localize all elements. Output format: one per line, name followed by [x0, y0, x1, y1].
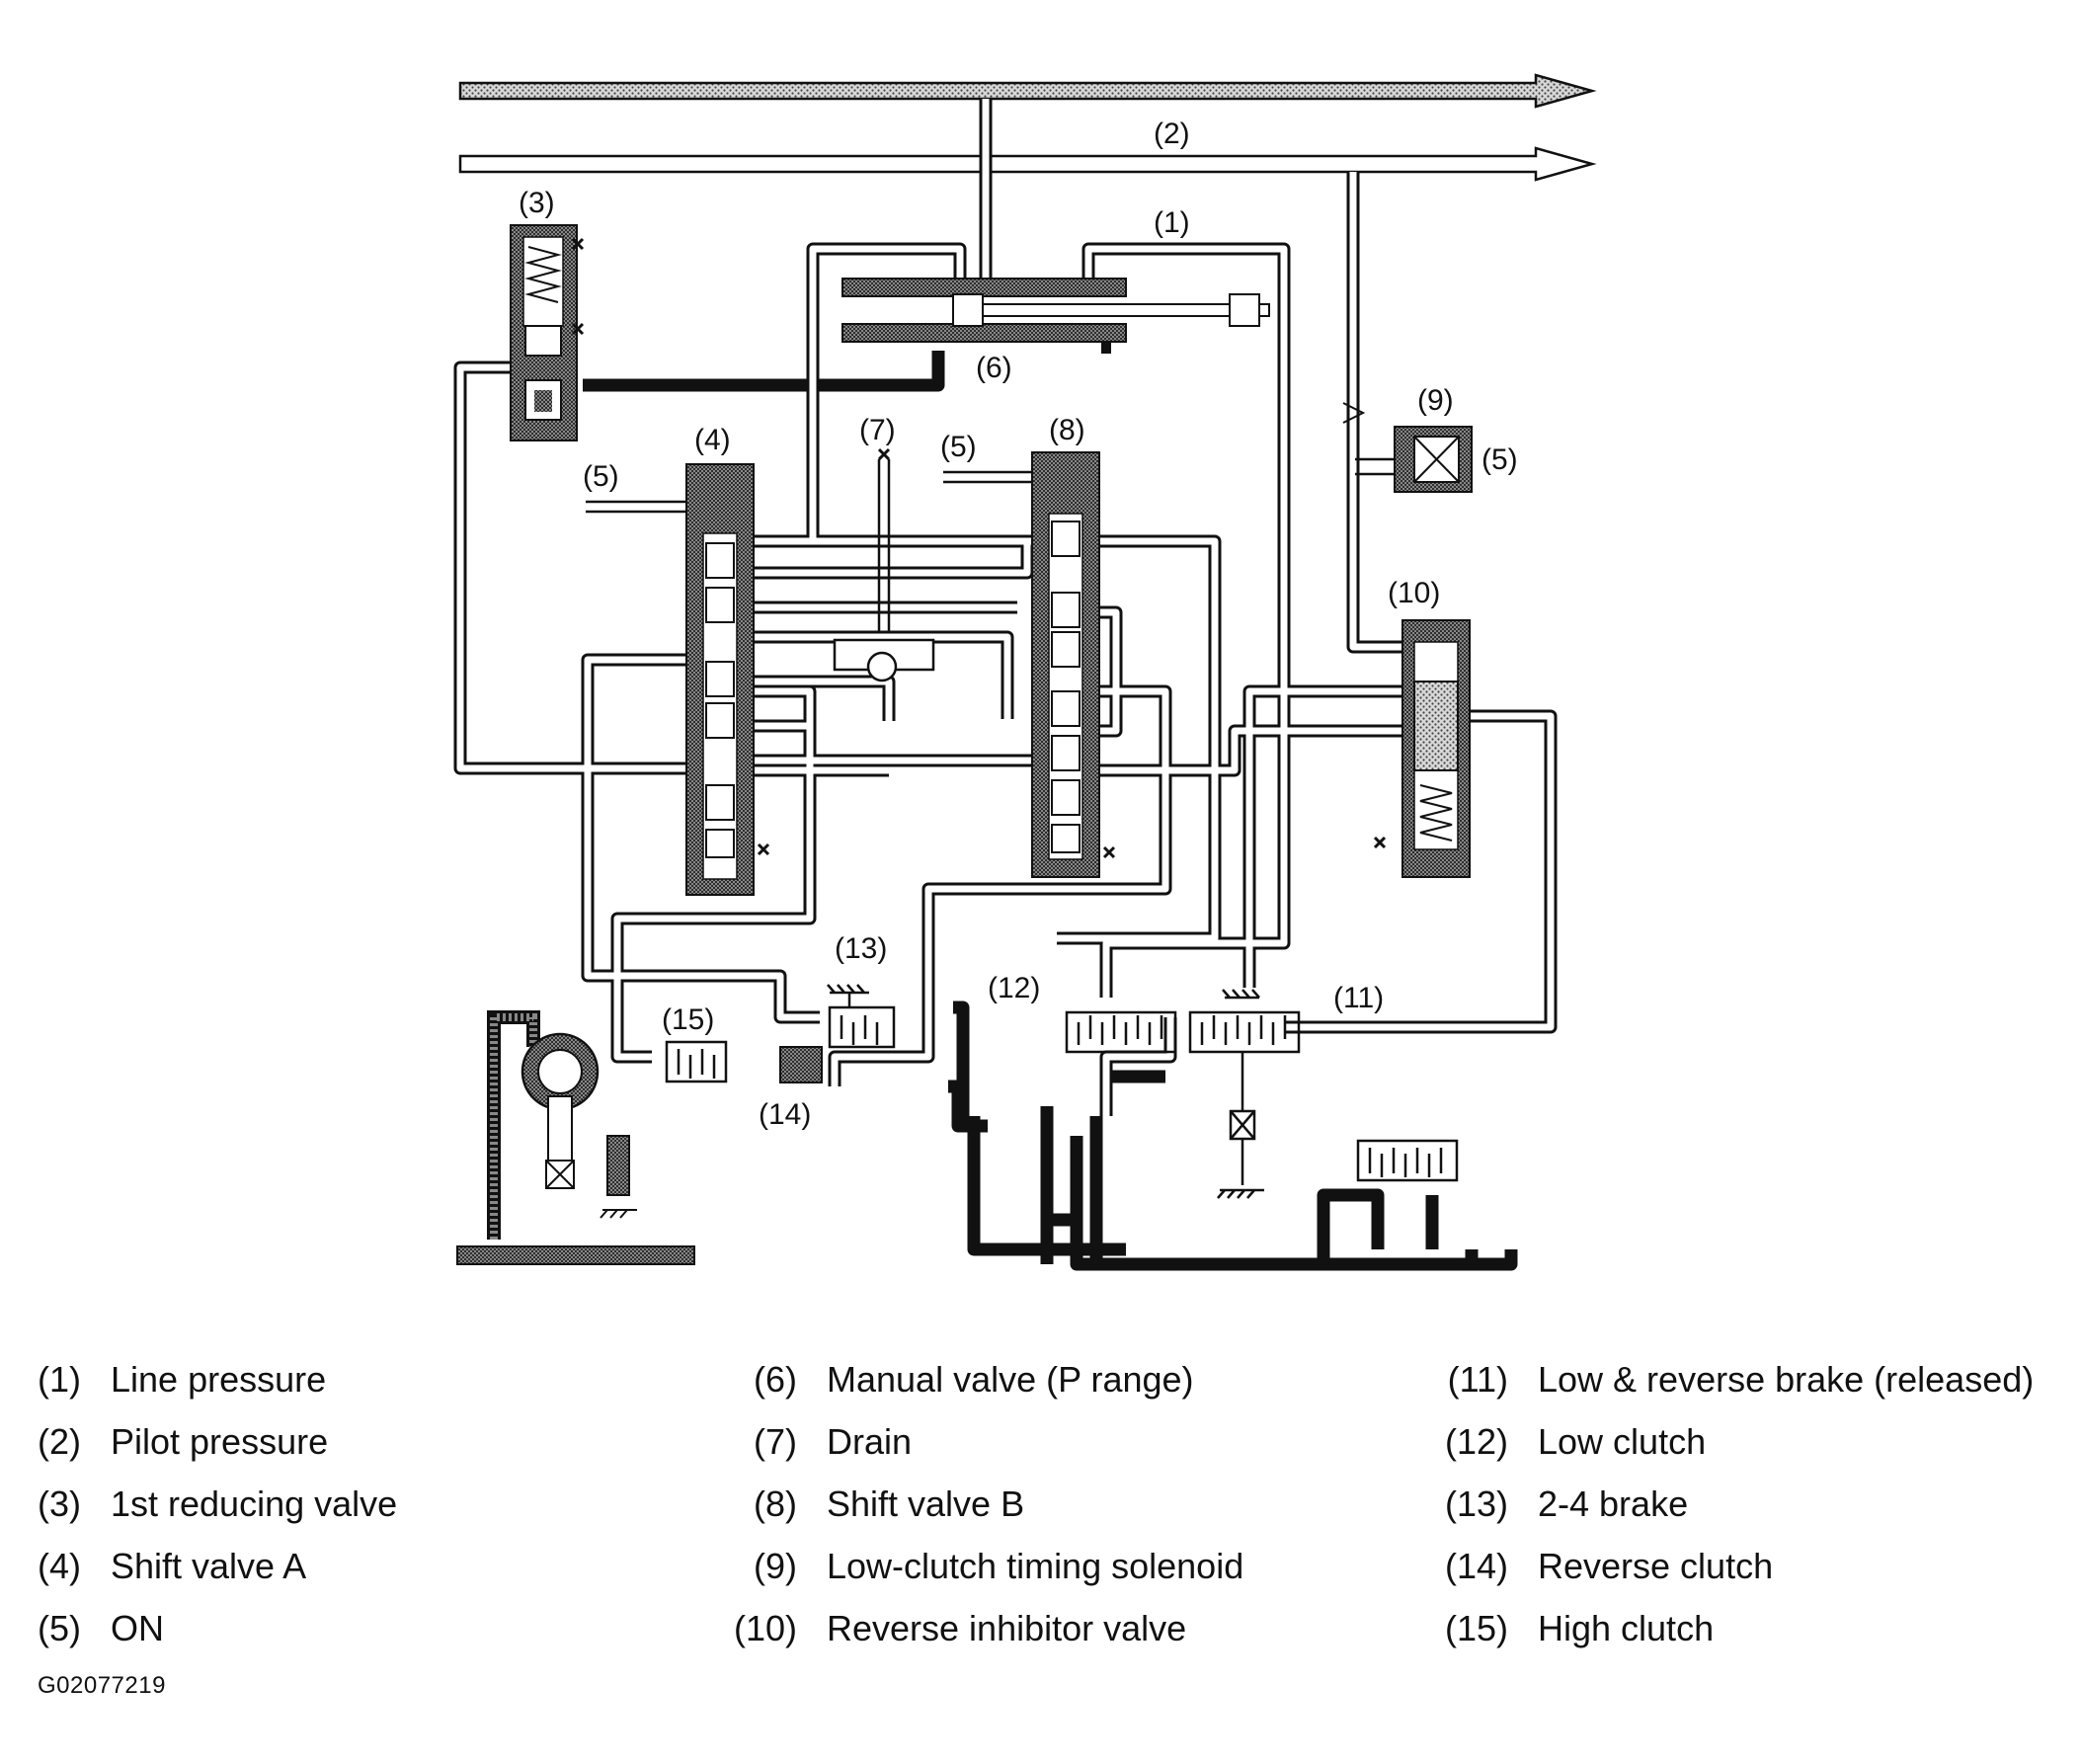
check-ball: [833, 638, 935, 682]
legend-item: (2) Pilot pressure: [30, 1410, 397, 1473]
hydraulic-circuit-diagram: (1) (2) (3) (4) (5) (5) (5) (6) (7) (8) …: [453, 73, 1597, 1271]
callout-10: (10): [1388, 577, 1440, 609]
drain-marks: [571, 237, 1387, 859]
legend-label: Line pressure: [111, 1358, 327, 1400]
first-reducing-valve: [510, 224, 578, 441]
legend-label: Reverse clutch: [1538, 1545, 1774, 1586]
callout-14: (14): [759, 1098, 811, 1131]
legend-number: (9): [754, 1545, 797, 1586]
legend-column-3: (11) Low & reverse brake (released) (12) L…: [1437, 1348, 2034, 1659]
legend-label: Shift valve A: [111, 1545, 307, 1586]
legend-label: Reverse inhibitor valve: [827, 1607, 1187, 1648]
legend-number: (2): [38, 1420, 81, 1462]
callout-8: (8): [1049, 414, 1085, 446]
legend-number: (6): [754, 1358, 797, 1400]
legend-label: Low & reverse brake (released): [1538, 1358, 2035, 1400]
line-pressure-main: [458, 73, 1597, 109]
figure-id: G02077219: [38, 1672, 166, 1699]
callout-6: (6): [976, 352, 1012, 384]
low-reverse-brake: [1188, 989, 1301, 1199]
legend-item: (7) Drain: [726, 1410, 1243, 1473]
legend-column-2: (6) Manual valve (P range) (7) Drain (8) Sh…: [726, 1348, 1243, 1659]
callout-15: (15): [662, 1003, 714, 1036]
legend-label: Low-clutch timing solenoid: [827, 1545, 1244, 1586]
legend-number: (1): [38, 1358, 81, 1400]
callout-4: (4): [694, 424, 731, 456]
legend-label: 2-4 brake: [1538, 1483, 1689, 1524]
callout-labels: (1) (2) (3) (4) (5) (5) (5) (6) (7) (8) …: [519, 118, 1518, 1131]
legend-label: Drain: [827, 1420, 913, 1462]
high-clutch: [665, 1040, 728, 1083]
legend-item: (15) High clutch: [1437, 1597, 2034, 1659]
legend-number: (13): [1444, 1483, 1508, 1524]
legend-number: (14): [1444, 1545, 1508, 1586]
reverse-inhibitor-valve: [1401, 619, 1471, 878]
legend-item: (10) Reverse inhibitor valve: [726, 1597, 1243, 1659]
legend-number: (3): [38, 1483, 81, 1524]
legend-label: Manual valve (P range): [827, 1358, 1194, 1400]
legend-item: (4) Shift valve A: [30, 1535, 397, 1597]
callout-2: (2): [1154, 118, 1190, 150]
legend-item: (6) Manual valve (P range): [726, 1348, 1243, 1410]
legend-number: (5): [38, 1607, 81, 1648]
two-four-brake: [827, 984, 896, 1049]
legend-label: ON: [111, 1607, 164, 1648]
legend-item: (5) ON: [30, 1597, 397, 1659]
callout-12: (12): [988, 972, 1040, 1004]
reverse-clutch: [779, 1046, 823, 1083]
legend-item: (14) Reverse clutch: [1437, 1535, 2034, 1597]
callout-9: (9): [1417, 384, 1454, 417]
legend-label: Low clutch: [1538, 1420, 1707, 1462]
callout-5a: (5): [583, 460, 619, 493]
oil-pump: [487, 1010, 637, 1240]
legend-item: (3) 1st reducing valve: [30, 1473, 397, 1535]
legend-label: High clutch: [1538, 1607, 1715, 1648]
legend-number: (4): [38, 1545, 81, 1586]
oil-passages: [453, 99, 1558, 1271]
legend-label: Pilot pressure: [111, 1420, 329, 1462]
pilot-pressure-line: [458, 146, 1597, 182]
legend-number: (7): [754, 1420, 797, 1462]
callout-3: (3): [519, 187, 555, 219]
legend-item: (8) Shift valve B: [726, 1473, 1243, 1535]
legend-item: (11) Low & reverse brake (released): [1437, 1348, 2035, 1410]
legend-number: (15): [1444, 1607, 1508, 1648]
callout-1: (1): [1154, 206, 1190, 239]
legend-item: (12) Low clutch: [1437, 1410, 2034, 1473]
legend-number: (8): [754, 1483, 797, 1524]
callout-5c: (5): [1481, 443, 1518, 476]
legend-label: Shift valve B: [827, 1483, 1025, 1524]
legend-item: (1) Line pressure: [30, 1348, 397, 1410]
legend-number: (11): [1447, 1358, 1508, 1400]
manual-valve: [841, 278, 1270, 354]
oil-sump-passage: [456, 1245, 695, 1265]
callout-7: (7): [859, 414, 896, 446]
shift-valve-a: [685, 463, 755, 896]
legend-column-1: (1) Line pressure (2) Pilot pressure (3) 1s…: [30, 1348, 397, 1659]
callout-11: (11): [1333, 982, 1384, 1014]
legend-number: (12): [1444, 1420, 1508, 1462]
low-clutch: [1065, 1010, 1177, 1054]
callout-13: (13): [835, 932, 887, 965]
shift-valve-b: [1031, 451, 1100, 878]
legend-label: 1st reducing valve: [111, 1483, 398, 1524]
legend-number: (10): [733, 1607, 797, 1648]
legend-item: (9) Low-clutch timing solenoid: [726, 1535, 1243, 1597]
callout-5b: (5): [940, 431, 977, 463]
legend-item: (13) 2-4 brake: [1437, 1473, 2034, 1535]
output-clutch: [1356, 1139, 1459, 1182]
low-clutch-timing-solenoid: [1342, 402, 1473, 493]
